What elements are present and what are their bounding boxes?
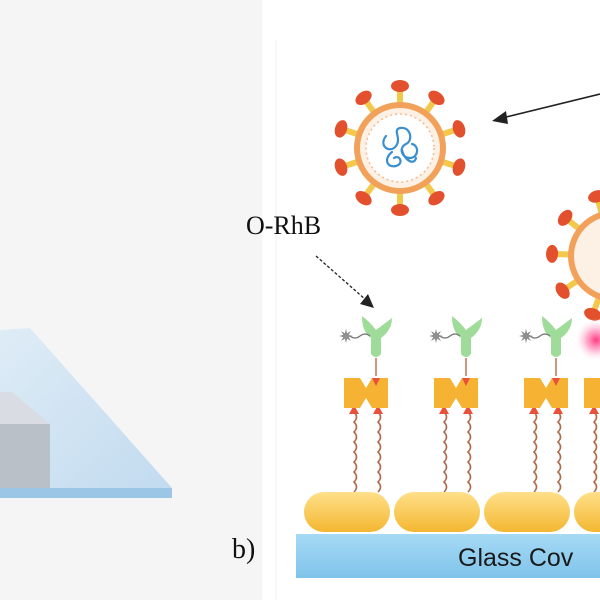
tether-icon <box>556 411 562 493</box>
triangle-marker <box>372 378 380 386</box>
virus-spikes <box>334 80 466 216</box>
virus-icon <box>334 80 466 216</box>
protein-icon <box>304 492 390 532</box>
rna-icon <box>382 126 419 168</box>
tether-icon <box>466 411 472 493</box>
virus-pointer-arrow <box>492 93 600 124</box>
linker-icon <box>524 378 568 408</box>
fluorophore-icon <box>519 329 533 343</box>
protein-icon <box>484 492 570 532</box>
fluorophore-icon <box>339 329 353 343</box>
triangle-marker <box>349 405 359 414</box>
tether-icon <box>376 411 382 493</box>
binding-unit <box>519 316 572 493</box>
triangle-marker <box>439 405 449 414</box>
channel-block-front <box>0 424 50 488</box>
fluorophore-tether <box>439 333 461 339</box>
tether-icon <box>442 411 448 493</box>
triangle-marker <box>373 405 383 414</box>
triangle-marker <box>552 378 560 386</box>
antibody-icon <box>452 316 482 357</box>
fluorophore-tether <box>529 333 551 339</box>
fluorophore-glow <box>574 318 600 362</box>
glass-coverslip <box>296 534 600 578</box>
triangle-marker <box>463 405 473 414</box>
triangle-marker <box>529 405 539 414</box>
fluorophore-tether <box>349 333 371 339</box>
o-rhb-label: O-RhB <box>246 211 321 240</box>
protein-layer <box>304 492 600 532</box>
triangle-marker <box>589 405 599 414</box>
tether-icon <box>592 411 598 493</box>
tether-icon <box>532 411 538 493</box>
linker-icon <box>344 378 388 408</box>
binding-unit <box>339 316 392 493</box>
glass-coverslip-label: Glass Cov <box>458 544 574 572</box>
binding-unit <box>584 378 600 493</box>
tether-icon <box>352 411 358 493</box>
left-panel <box>0 0 262 600</box>
left-panel-background <box>0 0 262 600</box>
triangle-marker <box>462 378 470 386</box>
linker-icon <box>434 378 478 408</box>
protein-icon <box>574 492 600 532</box>
antibody-icon <box>362 316 392 357</box>
o-rhb-arrow <box>315 255 374 308</box>
antibody-icon <box>542 316 572 357</box>
triangle-marker <box>553 405 563 414</box>
panel-label-b: b) <box>232 534 255 565</box>
virus-icon-partial <box>546 190 600 321</box>
linker-icon <box>584 378 600 408</box>
channel-block-top <box>0 392 50 424</box>
fluorophore-icon <box>429 329 443 343</box>
glass-slide-edge <box>0 488 172 498</box>
binding-unit <box>429 316 482 493</box>
protein-icon <box>394 492 480 532</box>
